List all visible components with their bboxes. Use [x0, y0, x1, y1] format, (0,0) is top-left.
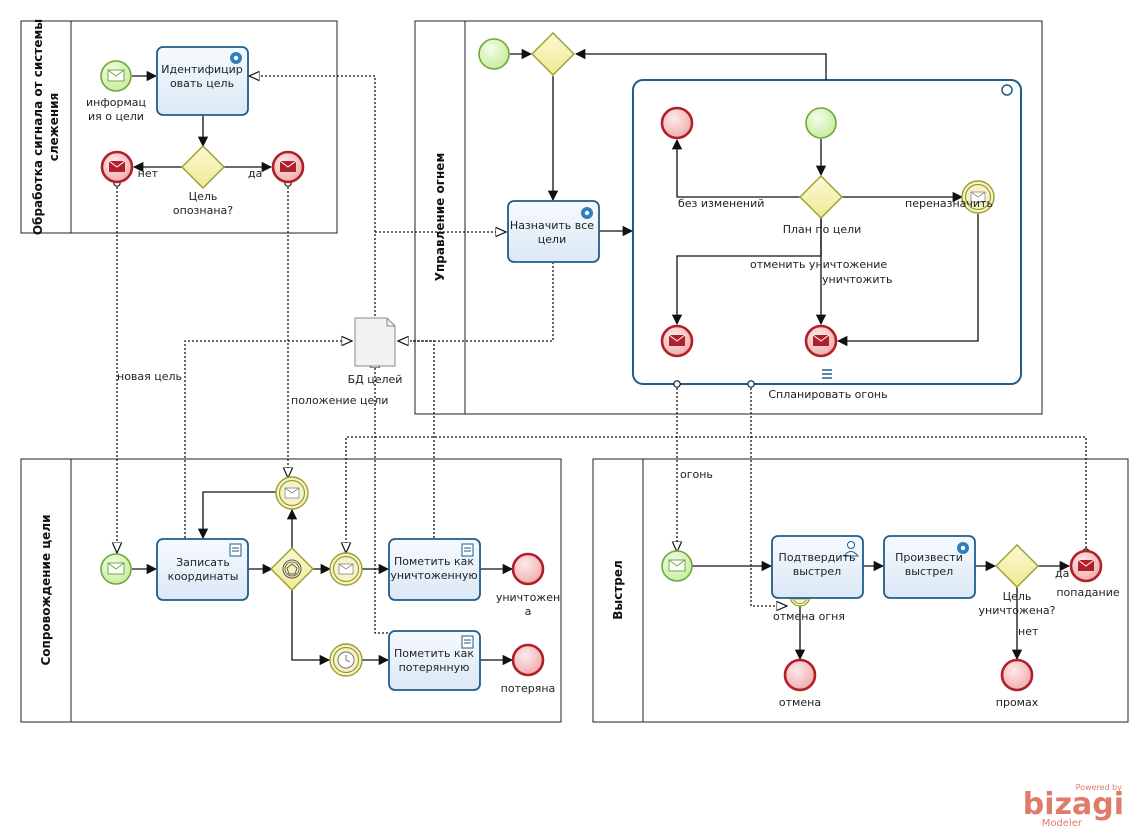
message-flows	[117, 76, 1086, 634]
label-miss: промах	[996, 696, 1039, 709]
sequence-flows	[132, 48, 1071, 666]
label-no2: нет	[1018, 625, 1039, 638]
label-position: положение цели	[291, 394, 388, 407]
gear-icon	[957, 542, 969, 554]
end-event-lost[interactable]	[511, 643, 545, 677]
logo-brand: bizagi	[1023, 787, 1124, 822]
label-no-change: без изменений	[678, 197, 764, 210]
end-event-msg-hit[interactable]	[1069, 549, 1103, 583]
end-event-cancel[interactable]	[783, 658, 817, 692]
gateway-destroyed[interactable]	[995, 544, 1039, 588]
start-event-info[interactable]	[100, 60, 132, 92]
end-event-msg-cancel[interactable]	[660, 324, 694, 358]
end-event-msg-destroy[interactable]	[804, 324, 838, 358]
label-cancel: отмена	[779, 696, 821, 709]
pool-track-title: Сопровождение цели	[39, 514, 53, 665]
start-event-subprocess[interactable]	[805, 107, 837, 139]
gateway-event-based[interactable]	[270, 547, 314, 591]
subprocess-plan-fire[interactable]: Спланировать огонь	[632, 79, 1022, 401]
end-event-no-change[interactable]	[660, 106, 694, 140]
start-event-shot[interactable]	[661, 550, 693, 582]
intermediate-event-hit-msg[interactable]	[329, 552, 363, 586]
label-plan-by-target: План по цели	[783, 223, 862, 236]
script-icon	[461, 635, 474, 649]
user-icon	[842, 541, 860, 557]
label-reassign: переназначить	[905, 197, 993, 210]
intermediate-event-timer[interactable]	[329, 643, 363, 677]
start-event-track[interactable]	[100, 553, 132, 585]
logo-powered: Powered by	[1076, 783, 1123, 792]
gateway-recognized[interactable]	[181, 145, 225, 189]
label-hit: попадание	[1056, 586, 1120, 599]
label-no: нет	[138, 167, 159, 180]
script-icon	[229, 543, 242, 557]
gateway-plan[interactable]	[799, 175, 843, 219]
script-icon	[461, 543, 474, 557]
label-fire: огонь	[680, 468, 713, 481]
label-cancel-destruction: отменить уничтожение	[750, 258, 887, 271]
bizagi-logo: Powered by bizagi Modeler	[1023, 783, 1124, 829]
label-yes: да	[248, 167, 262, 180]
subprocess-plan-label: Спланировать огонь	[768, 388, 887, 401]
start-event-fire-pool[interactable]	[478, 38, 510, 70]
logo-product: Modeler	[1042, 818, 1083, 829]
clock-icon	[337, 651, 355, 669]
label-destroy: уничтожить	[822, 273, 892, 286]
intermediate-event-position[interactable]	[275, 476, 309, 510]
end-event-miss[interactable]	[1000, 658, 1034, 692]
end-event-msg-yes[interactable]	[271, 150, 305, 184]
gear-icon	[230, 52, 242, 64]
pool-shot-title: Выстрел	[611, 560, 625, 620]
gear-icon	[581, 207, 593, 219]
data-object-db[interactable]: БД целей	[348, 317, 403, 386]
label-new-target: новая цель	[117, 370, 182, 383]
subprocess-marker-icon	[822, 369, 832, 379]
db-label: БД целей	[348, 373, 403, 386]
gateway-merge-fire[interactable]	[531, 32, 575, 76]
label-lost: потеряна	[501, 682, 556, 695]
intermediate-event-reassign[interactable]	[961, 180, 995, 214]
label-cancel-fire: отмена огня	[773, 610, 845, 623]
pool-fire-title: Управление огнем	[433, 153, 447, 282]
label-yes2: да	[1055, 567, 1069, 580]
end-event-destroyed[interactable]	[511, 552, 545, 586]
end-event-msg-no[interactable]	[100, 150, 134, 184]
